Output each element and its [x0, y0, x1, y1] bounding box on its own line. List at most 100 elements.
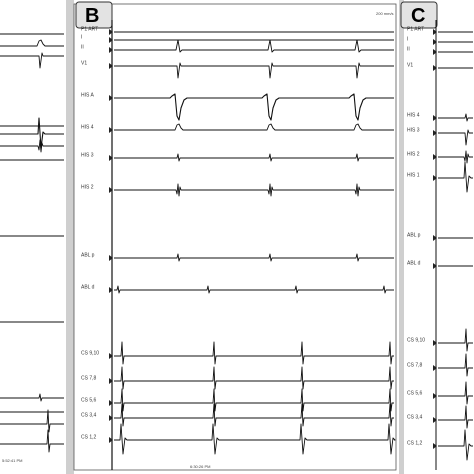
electrogram-trace	[0, 117, 64, 149]
electrogram-trace	[0, 139, 64, 153]
electrogram-trace	[114, 153, 394, 162]
channel-label: CS 5,6	[81, 398, 97, 404]
channel-marker	[433, 115, 437, 121]
panel-b-letter: B	[85, 5, 99, 27]
channel-marker	[109, 353, 113, 359]
channel-marker	[109, 287, 113, 293]
channel-label: CS 7,8	[407, 363, 423, 369]
panel-b-traces	[114, 31, 396, 455]
channel-label: I	[407, 37, 408, 43]
electrogram-trace	[438, 405, 473, 429]
channel-marker	[109, 378, 113, 384]
channel-label: ABL d	[407, 261, 421, 267]
channel-label: II	[407, 47, 410, 53]
electrogram-trace	[438, 129, 473, 146]
panel-b-speed: 200 mm/s	[376, 11, 394, 16]
electrogram-trace	[114, 423, 396, 455]
channel-marker	[433, 263, 437, 269]
panel-divider-bc	[399, 0, 404, 474]
channel-label: V1	[81, 61, 87, 67]
panel-b-frame	[73, 3, 397, 471]
electrogram-trace	[114, 341, 394, 365]
channel-marker	[433, 39, 437, 45]
panel-b-background	[74, 0, 399, 474]
electrogram-trace	[438, 328, 473, 352]
channel-marker	[109, 127, 113, 133]
channel-label: P1 ART	[81, 27, 98, 33]
electrogram-trace	[438, 429, 473, 461]
panel-c-letter-box	[400, 1, 438, 29]
channel-label: CS 1,2	[81, 435, 97, 441]
channel-marker	[109, 415, 113, 421]
electrogram-trace	[114, 39, 394, 53]
channel-marker	[109, 37, 113, 43]
panel-c-letter: C	[411, 5, 425, 27]
channel-marker	[109, 437, 113, 443]
electrogram-trace	[0, 52, 64, 69]
panel-b-timestamp: 6:30:26 PM	[190, 464, 210, 469]
channel-label: P1 ART	[407, 27, 424, 33]
channel-label: HIS 4	[407, 113, 420, 119]
panel-a-background	[0, 0, 66, 474]
channel-marker	[109, 400, 113, 406]
electrogram-trace	[0, 393, 64, 402]
channel-label: CS 9,10	[81, 351, 99, 357]
panel-c-background	[404, 0, 474, 474]
electrogram-trace	[114, 93, 394, 121]
channel-label: HIS 1	[407, 173, 420, 179]
electrogram-trace	[114, 253, 394, 262]
electrogram-trace	[438, 161, 473, 193]
channel-marker	[433, 235, 437, 241]
electrogram-trace	[114, 403, 394, 427]
channel-label: CS 1,2	[407, 441, 423, 447]
panel-divider-ab	[66, 0, 74, 474]
channel-label: I	[81, 35, 82, 41]
channel-label: II	[81, 45, 84, 51]
electrogram-trace	[438, 113, 473, 122]
panel-c-traces	[438, 31, 473, 461]
channel-label: CS 3,4	[81, 413, 97, 419]
channel-label: V1	[407, 63, 413, 69]
panel-b-letter-box	[75, 1, 113, 29]
channel-marker	[433, 393, 437, 399]
channel-label: ABL p	[407, 233, 421, 239]
channel-label: CS 9,10	[407, 338, 425, 344]
channel-marker	[109, 155, 113, 161]
channel-marker	[433, 49, 437, 55]
electrogram-trace	[438, 353, 473, 377]
electrogram-trace	[0, 429, 64, 453]
panel-a-timestamp: 5:52:41 PM	[2, 458, 22, 463]
channel-label: HIS 4	[81, 125, 94, 131]
channel-marker	[109, 47, 113, 53]
channel-label: HIS 3	[407, 128, 420, 134]
channel-label: CS 7,8	[81, 376, 97, 382]
panel-a-traces	[0, 33, 64, 453]
panel-a: 5:52:41 PM	[0, 0, 66, 474]
channel-label: ABL p	[81, 253, 95, 259]
channel-marker	[109, 255, 113, 261]
channel-marker	[433, 340, 437, 346]
channel-label: ABL d	[81, 285, 95, 291]
channel-marker	[109, 63, 113, 69]
channel-marker	[109, 187, 113, 193]
channel-marker	[433, 175, 437, 181]
channel-marker	[433, 443, 437, 449]
electrogram-trace	[114, 285, 394, 294]
electrogram-trace	[438, 150, 473, 164]
channel-label: HIS A	[81, 93, 94, 99]
channel-marker	[433, 417, 437, 423]
electrogram-trace	[0, 409, 64, 433]
electrogram-trace	[114, 366, 394, 390]
channel-label: CS 3,4	[407, 415, 423, 421]
channel-marker	[433, 365, 437, 371]
electrogram-trace	[114, 62, 394, 79]
electrogram-trace	[114, 123, 394, 131]
channel-label: HIS 2	[81, 185, 94, 191]
electrogram-trace	[114, 388, 394, 412]
electrogram-trace	[438, 381, 473, 405]
channel-label: HIS 3	[81, 153, 94, 159]
